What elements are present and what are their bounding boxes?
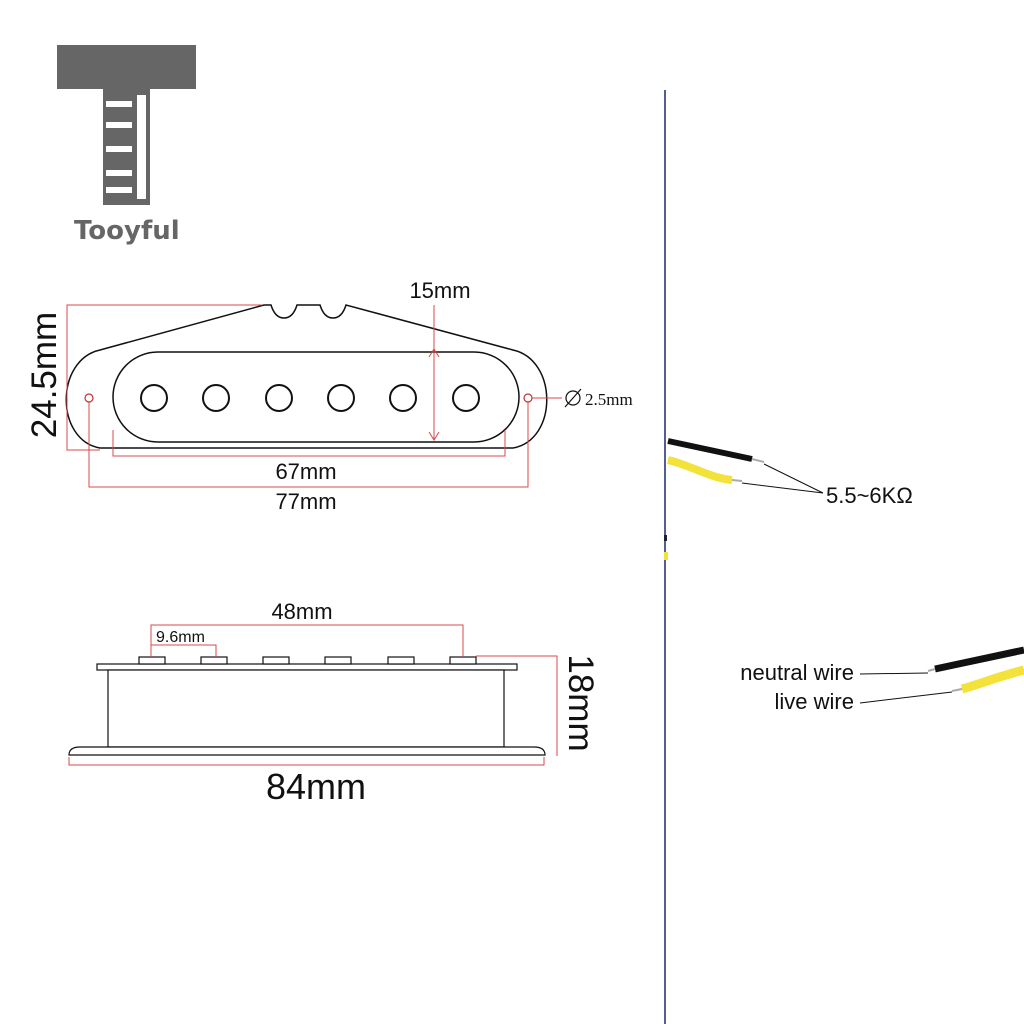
wire-label-pointers [859, 672, 953, 704]
logo-bar [57, 45, 196, 89]
wire-fragment-yellow [664, 552, 668, 560]
pickup-side-view: 48mm 9.6mm 18mm 84mm [68, 599, 600, 807]
pickup-bobbin-outline [112, 351, 520, 443]
pole-piece-1 [140, 384, 168, 412]
pole-piece-5 [389, 384, 417, 412]
dim-18mm: 18mm [561, 654, 600, 751]
top-dimension-lines [66, 304, 562, 488]
mount-hole-right [523, 393, 533, 403]
neutral-wire-lower [934, 646, 1024, 673]
wire-fragment [664, 535, 667, 541]
pole-piece-6 [452, 384, 480, 412]
dim-48mm: 48mm [271, 599, 332, 624]
live-wire-upper [667, 456, 733, 484]
live-wire-label: live wire [775, 689, 854, 714]
pickup-top-view: 24.5mm 15mm 2.5mm 67mm 77mm [25, 278, 633, 514]
dim-height-24-5: 24.5mm [25, 312, 64, 438]
dim-67mm: 67mm [275, 459, 336, 484]
lead-wires: 5.5~6KΩ neutral wire live wire [664, 438, 1024, 714]
live-wire-lower-tip [951, 688, 963, 692]
dim-hole-2-5: 2.5mm [585, 390, 633, 409]
pole-piece-4 [327, 384, 355, 412]
live-wire-lower [960, 665, 1024, 694]
dim-15mm: 15mm [409, 278, 470, 303]
logo-keys [106, 95, 146, 199]
resistance-pointer [741, 463, 824, 494]
neutral-wire-label: neutral wire [740, 660, 854, 685]
side-top-plate [96, 663, 518, 671]
diameter-symbol [564, 388, 582, 408]
neutral-wire-upper [667, 438, 753, 462]
brand-logo: Tooyful [57, 45, 196, 246]
side-body [107, 669, 505, 748]
live-wire-upper-tip [731, 479, 743, 482]
neutral-wire-lower-tip [927, 668, 936, 672]
neutral-wire-upper-tip [751, 458, 765, 463]
dim-9-6mm: 9.6mm [156, 629, 205, 646]
dim-84mm: 84mm [266, 766, 366, 807]
pole-pieces [140, 384, 480, 412]
mount-hole-left [84, 393, 94, 403]
side-pole-pieces [138, 656, 477, 665]
side-base-plate [68, 746, 546, 756]
side-dimension-lines [68, 624, 558, 766]
pole-piece-2 [202, 384, 230, 412]
brand-name: Tooyful [74, 216, 180, 246]
pole-piece-3 [265, 384, 293, 412]
resistance-label: 5.5~6KΩ [826, 483, 913, 508]
dim-77mm: 77mm [275, 489, 336, 514]
